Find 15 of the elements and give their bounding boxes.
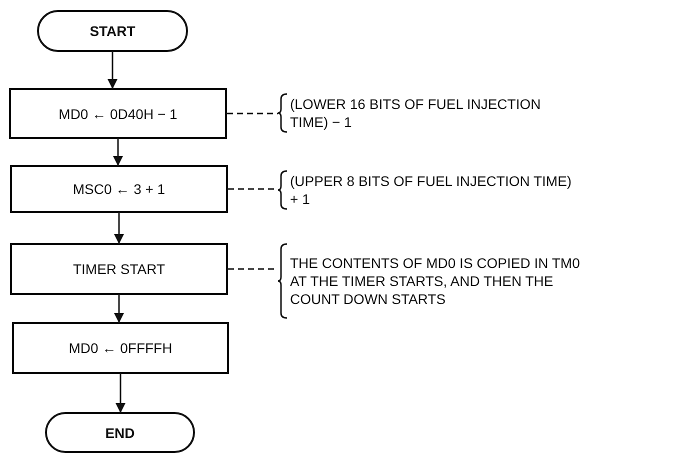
arrow [113, 139, 123, 166]
process-box: MD0 ← 0FFFFH [12, 322, 229, 374]
process-box: MSC0 ← 3 + 1 [10, 165, 228, 213]
note-text: (LOWER 16 BITS OF FUEL INJECTION TIME) − 1 [290, 94, 542, 132]
process-box: TIMER START [10, 243, 228, 295]
terminal-shape: END [45, 412, 195, 453]
leader-line [227, 112, 278, 114]
note-text: THE CONTENTS OF MD0 IS COPIED IN TM0 AT THE TIMER STARTS, AND THEN THE COUNT DOWN STARTS [290, 254, 580, 308]
arrow [108, 52, 118, 89]
arrow [114, 213, 124, 244]
note-text: (UPPER 8 BITS OF FUEL INJECTION TIME) + 1 [290, 172, 573, 208]
terminal-shape: START [37, 10, 188, 52]
process-box: MD0 ← 0D40H − 1 [9, 88, 227, 139]
arrow [116, 374, 126, 413]
arrow [114, 295, 124, 323]
